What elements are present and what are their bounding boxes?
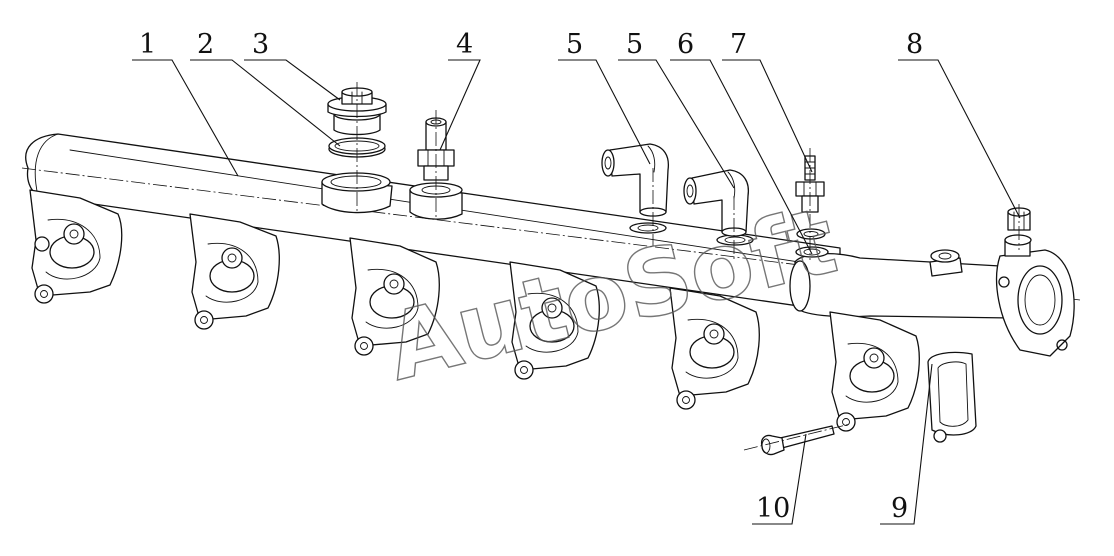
bolt (743, 423, 851, 456)
mounting-flange-1 (29, 189, 123, 304)
mounting-flange-5 (669, 287, 760, 410)
outlet-section (789, 234, 1075, 357)
callout-9: 9 (891, 493, 908, 524)
callout-7: 7 (730, 29, 747, 60)
mounting-flange-6 (829, 311, 920, 432)
elbow-fitting-left (601, 143, 670, 246)
washer (796, 228, 826, 240)
mounting-flange-2 (189, 213, 280, 330)
callout-5-right: 5 (626, 29, 643, 60)
plug-bolt (327, 82, 387, 214)
mounting-flange-4 (509, 261, 600, 380)
callout-8: 8 (906, 29, 923, 60)
hose-connector (417, 110, 455, 218)
callout-10: 10 (756, 493, 790, 524)
gasket (927, 351, 977, 443)
callout-3: 3 (252, 29, 269, 60)
mounting-flange-3 (349, 237, 440, 356)
elbow-fitting-right (683, 169, 750, 262)
callout-2: 2 (197, 29, 214, 60)
manifold-pipe (21, 133, 1081, 313)
callout-6: 6 (677, 29, 694, 60)
callout-labels: 1 2 3 4 5 5 6 7 8 9 10 (139, 29, 923, 524)
callout-1: 1 (139, 29, 156, 60)
callout-5-left: 5 (566, 29, 583, 60)
callout-4: 4 (456, 29, 473, 60)
leader-lines (132, 59, 1021, 525)
cap-nut (1007, 204, 1031, 250)
